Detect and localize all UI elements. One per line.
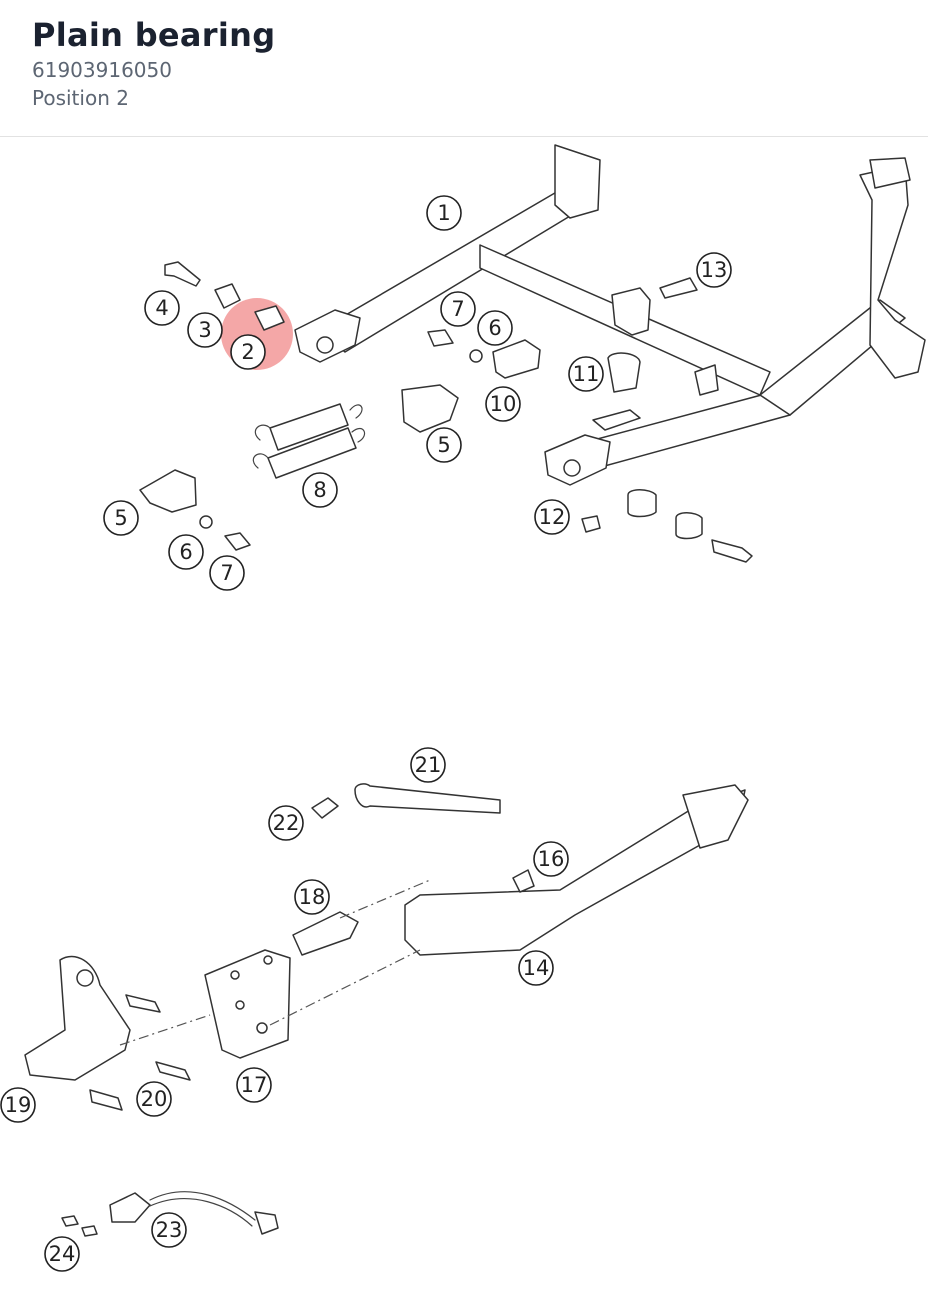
svg-text:13: 13 [701,258,728,282]
callout-6-left[interactable]: 6 [168,534,204,570]
svg-text:17: 17 [241,1073,268,1097]
svg-text:16: 16 [538,847,565,871]
callout-12[interactable]: 12 [534,499,570,535]
svg-text:12: 12 [539,505,566,529]
hardware-parts [139,261,753,563]
svg-text:21: 21 [415,753,442,777]
callout-11[interactable]: 11 [568,356,604,392]
callout-21[interactable]: 21 [410,747,446,783]
svg-text:4: 4 [155,296,168,320]
svg-text:22: 22 [273,811,300,835]
svg-text:3: 3 [198,318,211,342]
callout-20[interactable]: 20 [136,1081,172,1117]
callout-5-left[interactable]: 5 [103,500,139,536]
callout-7[interactable]: 7 [440,291,476,327]
callout-19[interactable]: 19 [0,1087,36,1123]
svg-text:24: 24 [49,1242,76,1266]
callout-14[interactable]: 14 [518,950,554,986]
svg-text:8: 8 [313,478,326,502]
svg-text:2: 2 [241,340,254,364]
callout-4[interactable]: 4 [144,290,180,326]
callout-10[interactable]: 10 [485,386,521,422]
exploded-parts-diagram: 1 2 3 4 5 6 7 8 10 11 12 13 5 6 7 14 16 … [0,144,926,1272]
svg-text:5: 5 [114,506,127,530]
callout-8[interactable]: 8 [302,472,338,508]
svg-text:18: 18 [299,885,326,909]
svg-text:20: 20 [141,1087,168,1111]
svg-text:10: 10 [490,392,517,416]
callout-23[interactable]: 23 [151,1212,187,1248]
callout-24[interactable]: 24 [44,1236,80,1272]
part-number: 61903916050 [32,58,172,82]
position-label: Position 2 [32,86,129,110]
callout-22[interactable]: 22 [268,805,304,841]
callout-13[interactable]: 13 [696,252,732,288]
svg-text:1: 1 [437,201,450,225]
callout-6[interactable]: 6 [477,310,513,346]
svg-text:11: 11 [573,362,600,386]
page-title: Plain bearing [32,16,276,54]
svg-text:23: 23 [156,1218,183,1242]
svg-text:5: 5 [437,433,450,457]
svg-text:14: 14 [523,956,550,980]
svg-text:6: 6 [179,540,192,564]
side-stand-drawing [24,783,749,1111]
center-stand-drawing [294,144,926,486]
callout-3[interactable]: 3 [187,312,223,348]
svg-text:7: 7 [451,297,464,321]
callout-2-selected[interactable]: 2 [230,334,266,370]
callout-1[interactable]: 1 [426,195,462,231]
callout-18[interactable]: 18 [294,879,330,915]
sensor-cable-drawing [61,1191,279,1237]
callout-5[interactable]: 5 [426,427,462,463]
callout-17[interactable]: 17 [236,1067,272,1103]
svg-text:6: 6 [488,316,501,340]
svg-text:7: 7 [220,561,233,585]
callout-7-left[interactable]: 7 [209,555,245,591]
svg-text:19: 19 [5,1093,32,1117]
callout-16[interactable]: 16 [533,841,569,877]
part-header: Plain bearing 61903916050 Position 2 [0,0,928,137]
